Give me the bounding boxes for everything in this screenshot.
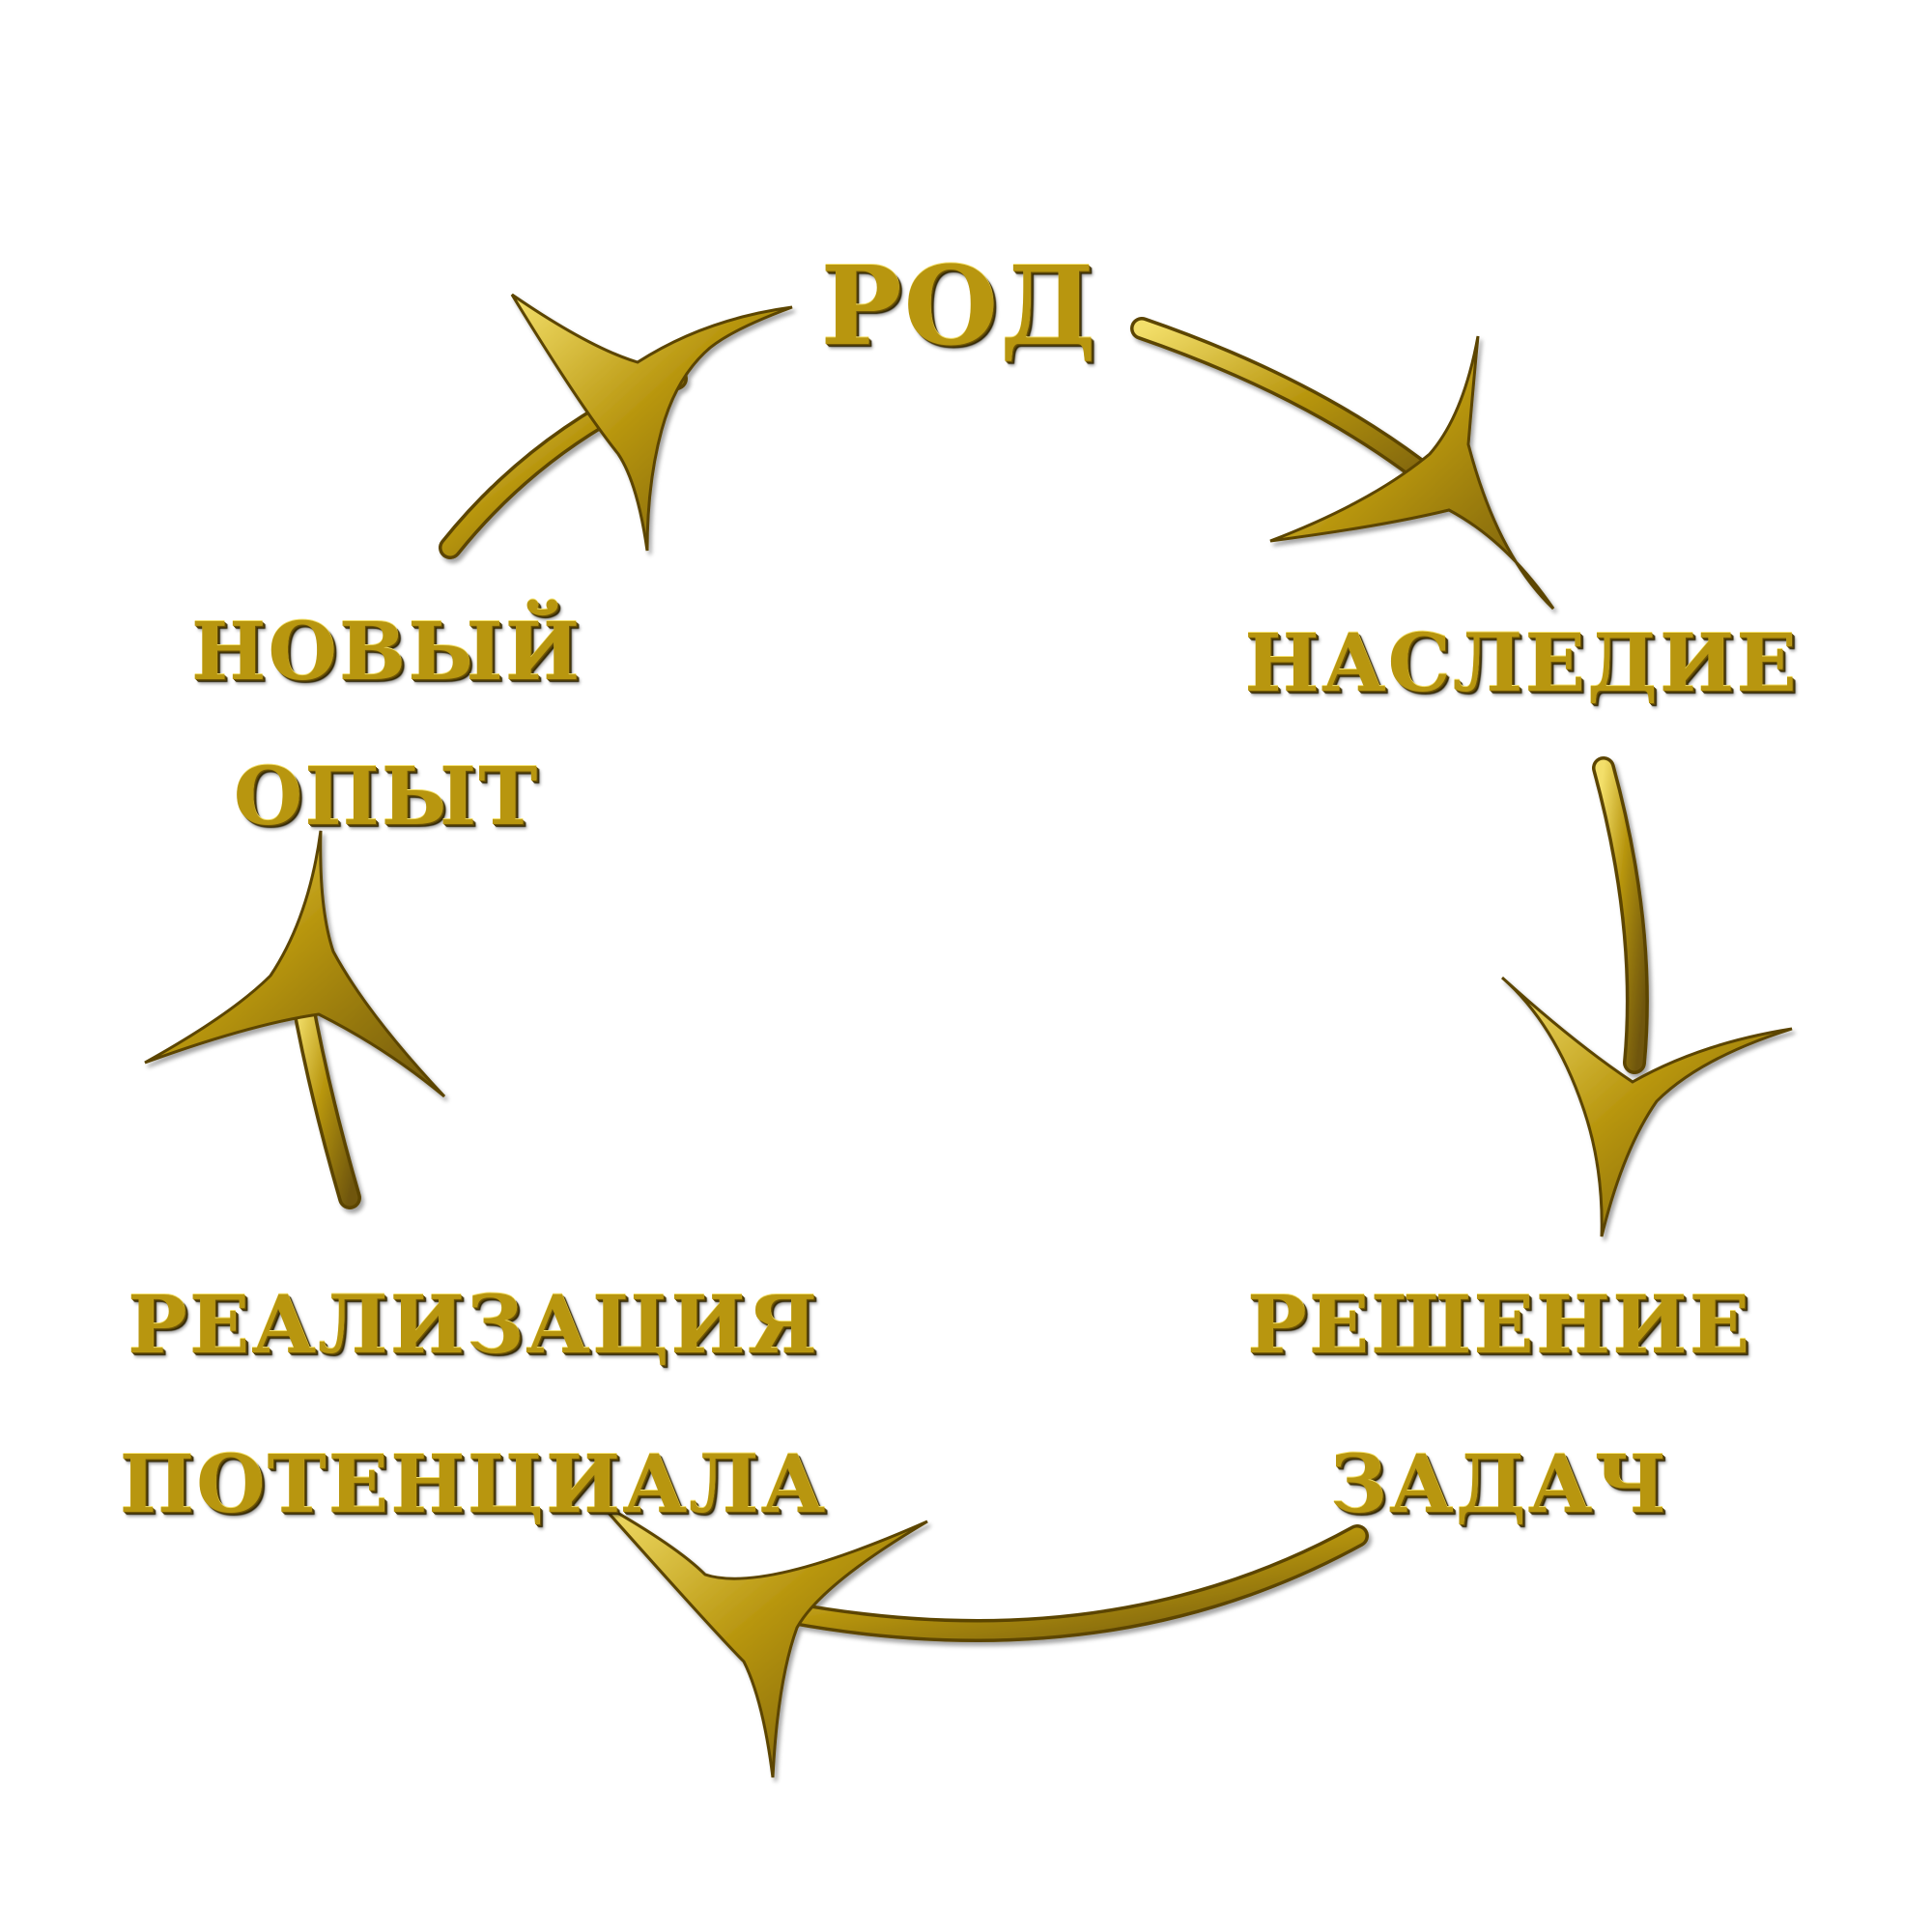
node-nasledie: НАСЛЕДИЕ xyxy=(1232,615,1811,712)
arrow-nasledie-to-reshenie xyxy=(1500,756,1793,1237)
node-realizaciya-line-2: ПОТЕНЦИАЛА xyxy=(119,1438,828,1531)
arrow-rod-to-nasledie xyxy=(1130,317,1555,611)
node-novyi-line-2: ОПЫТ xyxy=(233,751,540,843)
node-realizaciya-line-1: РЕАЛИЗАЦИЯ xyxy=(128,1279,819,1372)
arrowhead-1 xyxy=(1269,335,1555,611)
node-rod: РОД xyxy=(800,249,1119,365)
node-novyi-opyt: НОВЫЙ ОПЫТ xyxy=(174,580,599,869)
arrowhead-3 xyxy=(597,1500,928,1778)
arrowhead-2 xyxy=(1500,976,1793,1237)
arrow-novyi-to-rod xyxy=(439,293,793,559)
arrowhead-5 xyxy=(510,293,793,552)
arrow-realizaciya-to-novyi xyxy=(144,830,446,1209)
node-rod-line-1: РОД xyxy=(820,243,1098,370)
node-novyi-line-1: НОВЫЙ xyxy=(190,606,582,698)
arrowhead-4 xyxy=(144,830,446,1098)
node-nasledie-line-1: НАСЛЕДИЕ xyxy=(1244,617,1799,710)
node-reshenie-line-2: ЗАДАЧ xyxy=(1329,1438,1669,1531)
arrow-reshenie-to-realizaciya xyxy=(597,1500,1369,1778)
node-reshenie-zadach: РЕШЕНИЕ ЗАДАЧ xyxy=(1229,1246,1770,1565)
node-reshenie-line-1: РЕШЕНИЕ xyxy=(1246,1279,1752,1372)
node-realizaciya-potenciala: РЕАЛИЗАЦИЯ ПОТЕНЦИАЛА xyxy=(106,1246,840,1565)
